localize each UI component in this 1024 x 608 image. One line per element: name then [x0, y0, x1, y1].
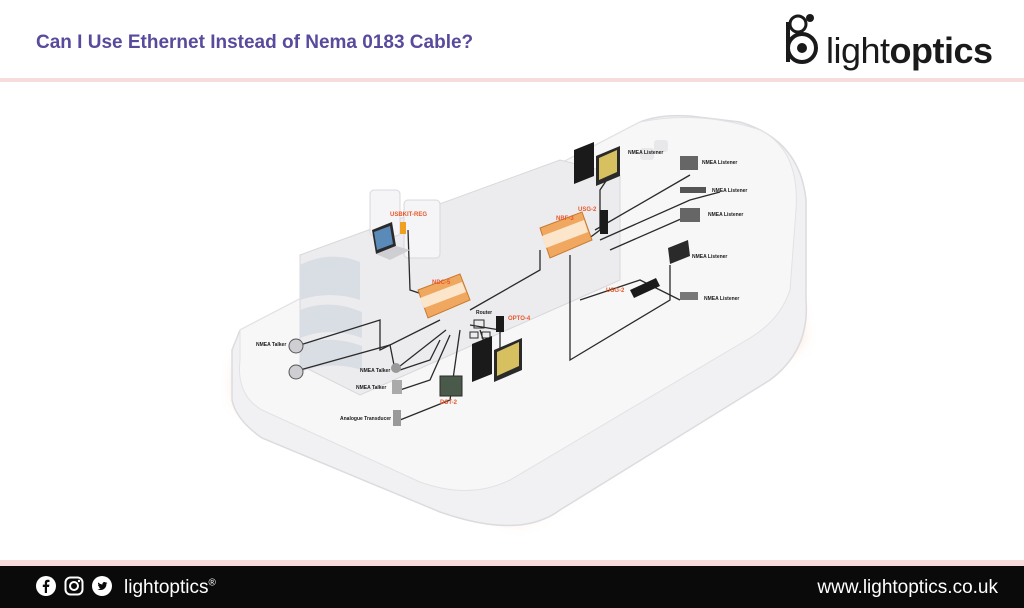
laptop-icon [372, 222, 410, 260]
workstation-center-icon [472, 336, 522, 382]
label-listener-3: NMEA Listener [712, 188, 747, 194]
header: Can I Use Ethernet Instead of Nema 0183 … [0, 0, 1024, 78]
listener-display-1-icon [680, 156, 698, 170]
label-dst2: DST-2 [440, 400, 458, 406]
label-talker-1: NMEA Talker [256, 342, 286, 348]
usbkit-device [400, 222, 406, 234]
label-talker-2: NMEA Talker [360, 368, 390, 374]
footer-url-link[interactable]: www.lightoptics.co.uk [817, 577, 998, 598]
dst2-device [439, 375, 463, 397]
logo-text-light: light [826, 30, 890, 71]
twitter-icon[interactable] [92, 576, 112, 596]
logo-text-bold: optics [889, 30, 994, 71]
label-listener-6: NMEA Listener [704, 296, 739, 302]
label-usbkit: USBKIT-REG [390, 212, 427, 218]
footer-brand: lightoptics® [124, 577, 216, 599]
label-talker-3: NMEA Talker [356, 385, 386, 391]
label-listener-5: NMEA Listener [692, 254, 727, 260]
workstation-top-icon [574, 142, 620, 186]
label-listener-1: NMEA Listener [628, 150, 663, 156]
label-router: Router [476, 310, 492, 316]
router-icon [469, 319, 491, 339]
label-analogue: Analogue Transducer [340, 416, 391, 422]
brand-logo[interactable]: lightoptics [780, 8, 1010, 72]
nbf3-device [539, 211, 593, 259]
wiring [299, 174, 721, 421]
deck-vent-1 [640, 148, 654, 160]
label-usg2-top: USG-2 [578, 207, 597, 213]
logo-text: lightoptics [826, 30, 993, 72]
label-listener-4: NMEA Listener [708, 212, 743, 218]
deck-vent-2 [654, 140, 668, 152]
bridge-window-1 [300, 256, 360, 300]
footer [0, 566, 1024, 608]
bridge-window-3 [300, 339, 362, 372]
header-divider [0, 78, 1024, 82]
page-title: Can I Use Ethernet Instead of Nema 0183 … [36, 32, 474, 53]
listener-keyboard-icon [680, 292, 698, 300]
usg2-mid-device [630, 278, 660, 298]
ndc5-device [417, 273, 471, 319]
footer-divider [0, 560, 1024, 566]
label-nbf3: NBF-3 [556, 216, 574, 222]
talker-sensor-icon [392, 380, 402, 394]
talker-antenna-icon [288, 338, 304, 354]
footer-brand-mark: ® [208, 577, 216, 589]
stack-2 [403, 199, 441, 259]
facebook-icon[interactable] [36, 576, 56, 596]
label-ndc5: NDC-5 [432, 280, 451, 286]
talker-radio-icon [391, 363, 401, 373]
label-usg2-mid: USG-2 [606, 288, 625, 294]
listener-laptop-icon [668, 240, 690, 264]
talker-antenna-2-icon [288, 364, 304, 380]
usg2-top-device [600, 210, 608, 234]
listener-bar-icon [680, 187, 706, 193]
opto4-device [496, 316, 504, 332]
ship-network-diagram: USBKIT-REG NDC-5 NBF-3 USG-2 USG-2 OPTO-… [0, 82, 1024, 560]
analogue-transducer-icon [393, 410, 401, 426]
bridge-window-2 [300, 304, 362, 338]
footer-brand-name: lightoptics [124, 577, 209, 598]
label-listener-2: NMEA Listener [702, 160, 737, 166]
label-opto4: OPTO-4 [508, 316, 531, 322]
social-links [36, 576, 112, 596]
listener-display-2-icon [680, 208, 700, 222]
logo-mark-icon [786, 14, 818, 64]
instagram-icon[interactable] [64, 576, 84, 596]
